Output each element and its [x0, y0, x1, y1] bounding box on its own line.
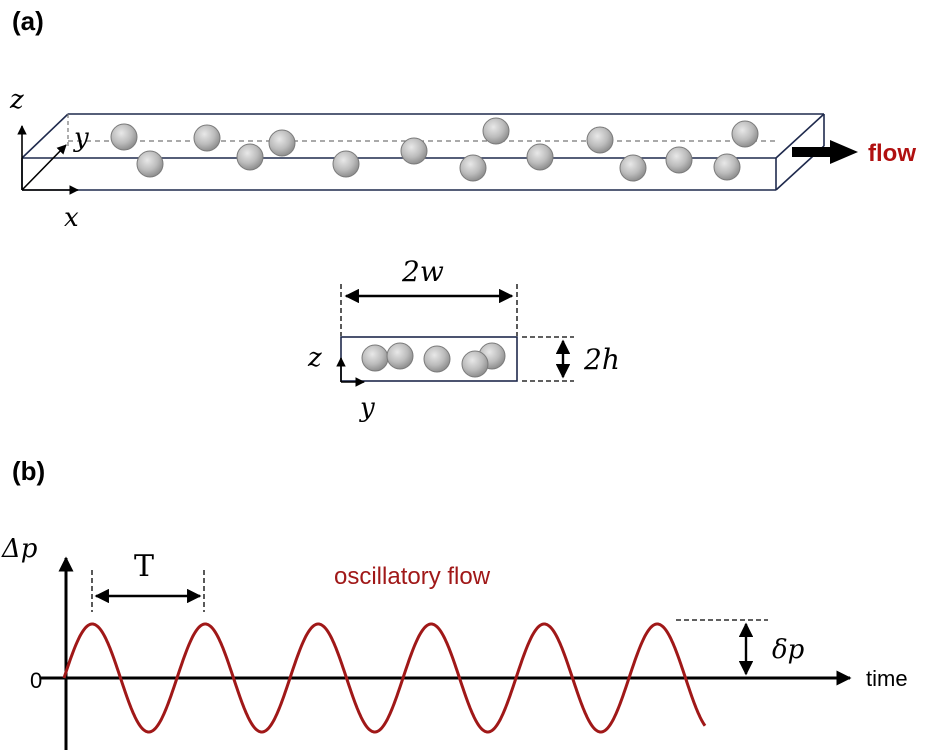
x-axis-label: time	[866, 666, 908, 691]
particle	[193, 124, 221, 152]
axis-x-label: x	[64, 203, 79, 233]
panel-a-label: (a)	[12, 6, 44, 36]
particle	[713, 153, 741, 181]
cross-section: 2w 2h z y	[307, 255, 620, 423]
cross-particle	[423, 345, 451, 373]
particle	[400, 137, 428, 165]
particle	[731, 120, 759, 148]
amplitude-label: δp	[772, 635, 805, 665]
particle	[526, 143, 554, 171]
particle	[586, 126, 614, 154]
axis-z-label: z	[9, 85, 24, 115]
cross-axis-y-label: y	[359, 393, 375, 423]
axis-y-label: y	[73, 123, 89, 153]
zero-label: 0	[30, 668, 42, 693]
oscillation-curve	[62, 622, 707, 734]
particle	[459, 154, 487, 182]
height-label: 2h	[583, 343, 620, 376]
particle	[110, 123, 138, 151]
y-axis-label: Δp	[1, 534, 38, 564]
axes-3d	[17, 125, 79, 195]
particle	[619, 154, 647, 182]
period-label: T	[134, 549, 154, 584]
panel-b-label: (b)	[12, 456, 45, 486]
flow-label: flow	[868, 140, 916, 167]
particle	[136, 150, 164, 178]
cross-particle	[386, 342, 414, 370]
channel-particles	[110, 117, 759, 182]
particle	[236, 143, 264, 171]
cross-axis-z-label: z	[307, 343, 322, 373]
width-label: 2w	[401, 255, 444, 288]
curve-label: oscillatory flow	[334, 563, 491, 590]
cross-particle	[361, 344, 389, 372]
particle	[665, 146, 693, 174]
cross-particle	[461, 350, 489, 378]
flow-arrow	[792, 140, 858, 164]
particle	[482, 117, 510, 145]
particle	[332, 150, 360, 178]
particle	[268, 129, 296, 157]
